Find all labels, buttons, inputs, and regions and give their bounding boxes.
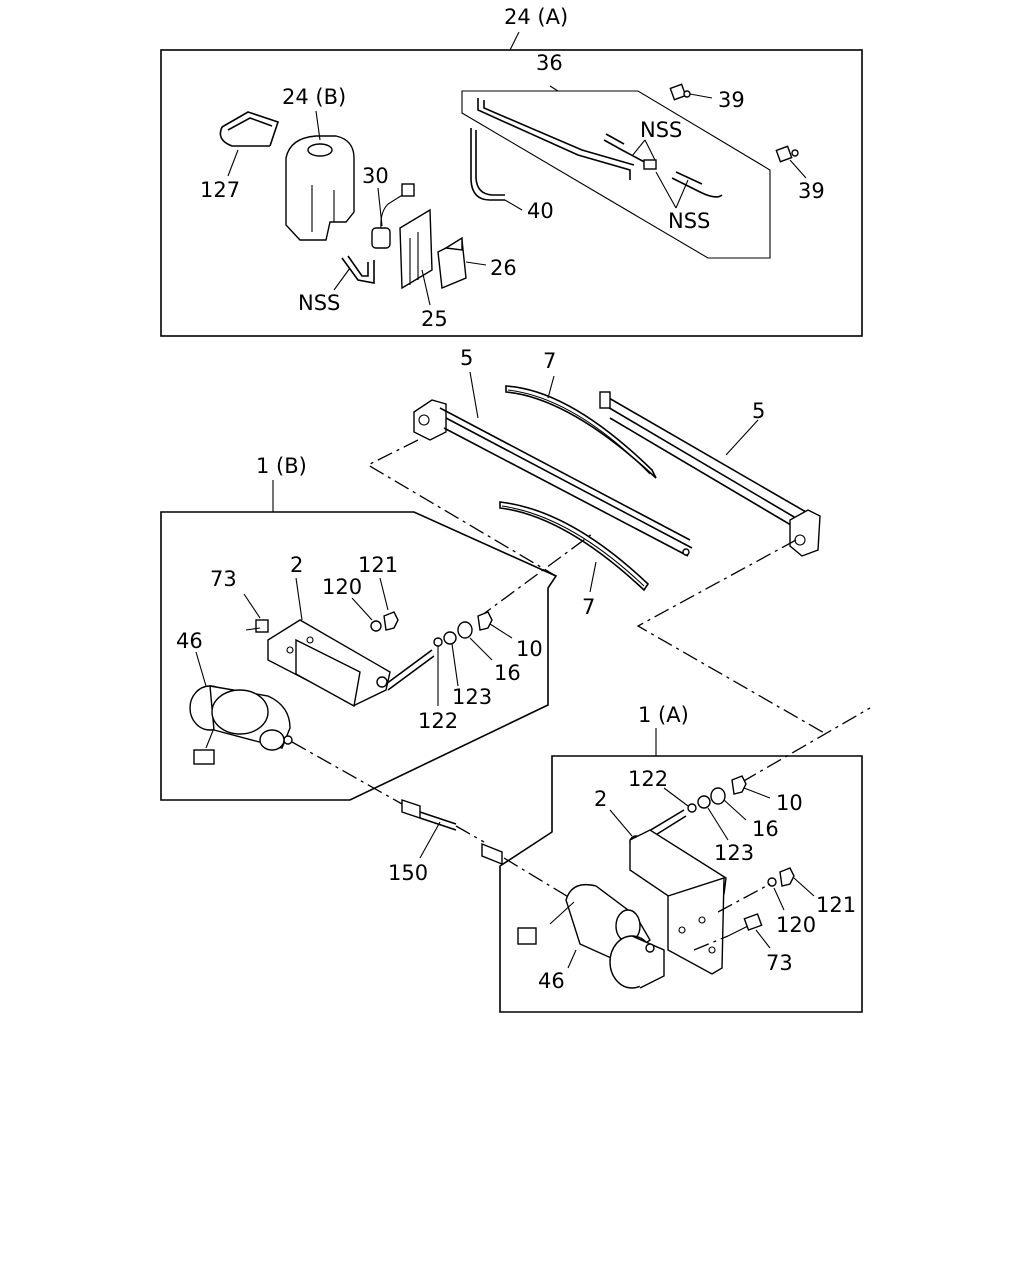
label-123-right: 123	[714, 841, 754, 865]
label-39b: 39	[798, 179, 825, 203]
label-121-left: 121	[358, 553, 398, 577]
label-nss-3: NSS	[298, 291, 340, 315]
label-122-left: 122	[418, 709, 458, 733]
wiper-blade-7b	[499, 501, 650, 592]
leader-36	[549, 85, 559, 92]
spacer-123-left-icon	[443, 631, 457, 645]
nut-10-right-icon	[731, 775, 747, 795]
band-127-icon	[219, 111, 280, 147]
wiper-arm-5a	[439, 407, 693, 557]
connector-right-arm	[636, 539, 827, 735]
bolt-73-left-icon	[245, 619, 269, 633]
washer-assembly-group: 24 (A) 36 40 NSS NSS 39	[160, 5, 863, 337]
label-24b: 24 (B)	[282, 85, 346, 109]
hose-36-outline	[461, 90, 771, 259]
cable-150-end-left-icon	[401, 799, 421, 819]
washer-assembly-frame	[160, 49, 863, 337]
label-nss-2: NSS	[668, 209, 710, 233]
nss-pipe	[341, 255, 375, 284]
label-26: 26	[490, 256, 517, 280]
nozzle-39b-icon	[775, 145, 799, 163]
label-120-left: 120	[322, 575, 362, 599]
label-73-right: 73	[766, 951, 793, 975]
left-motor-group: 1 (B) 73 2 120 121 12	[160, 454, 558, 801]
nut-121-right-icon	[779, 867, 795, 887]
bracket-25-icon	[399, 208, 433, 290]
cable-150	[419, 811, 457, 831]
hose-40	[470, 128, 505, 201]
wiper-arm-5b-pivot-icon	[789, 509, 821, 557]
label-7b: 7	[582, 595, 595, 619]
washer-pump-icon	[371, 183, 415, 249]
t-joint	[643, 159, 657, 170]
spindle-left	[385, 649, 435, 691]
label-nss-1: NSS	[640, 118, 682, 142]
hose-segment	[603, 133, 651, 166]
label-2-left: 2	[290, 553, 303, 577]
right-motor-frame	[499, 755, 863, 1013]
label-46-right: 46	[538, 969, 565, 993]
label-10-right: 10	[776, 791, 803, 815]
label-5a: 5	[460, 346, 473, 370]
label-127: 127	[200, 178, 240, 202]
washer-tank-icon	[285, 135, 355, 241]
bolt-73-right-icon	[727, 913, 763, 937]
washer-120-left-icon	[370, 620, 382, 632]
cable-150-group: 150	[291, 741, 581, 905]
washer-122-right-icon	[687, 803, 697, 813]
wiper-arm-5b	[601, 393, 807, 529]
nut-121-left-icon	[383, 611, 399, 631]
label-16-right: 16	[752, 817, 779, 841]
leader-24a	[509, 31, 520, 51]
label-46-left: 46	[176, 629, 203, 653]
nut-10-left-icon	[477, 611, 493, 631]
right-motor-group: 1 (A) 122 123 16 10 2 120	[499, 703, 863, 1013]
bracket-26-icon	[437, 236, 467, 290]
label-16-left: 16	[494, 661, 521, 685]
label-73-left: 73	[210, 567, 237, 591]
wiper-blade-7a	[505, 385, 657, 479]
label-7a: 7	[543, 349, 556, 373]
label-1a: 1 (A)	[638, 703, 689, 727]
label-1b: 1 (B)	[256, 454, 307, 478]
label-10-left: 10	[516, 637, 543, 661]
label-123-left: 123	[452, 685, 492, 709]
wiper-arm-5a-pivot-icon	[413, 399, 447, 441]
label-24a: 24 (A)	[504, 5, 568, 29]
spacer-123-right-icon	[697, 795, 711, 809]
washer-122-left-icon	[433, 637, 443, 647]
link-bracket-right-icon	[629, 829, 727, 975]
cable-150-end-right-icon	[481, 842, 503, 866]
washer-120-right-icon	[767, 877, 777, 887]
label-2-right: 2	[594, 787, 607, 811]
wiper-arms-group: 5 5 7 7	[366, 346, 871, 783]
bush-16-left-icon	[457, 621, 473, 639]
label-40: 40	[527, 199, 554, 223]
label-36: 36	[536, 51, 563, 75]
label-122-right: 122	[628, 767, 668, 791]
left-motor-frame	[160, 511, 558, 801]
bush-16-right-icon	[710, 787, 726, 805]
nozzle-39a-icon	[669, 83, 691, 101]
wiper-motor-right-icon	[517, 883, 665, 989]
label-25: 25	[421, 307, 448, 331]
label-120-right: 120	[776, 913, 816, 937]
label-121-right: 121	[816, 893, 856, 917]
label-150: 150	[388, 861, 428, 885]
link-bracket-left-icon	[267, 619, 391, 708]
label-5b: 5	[752, 399, 765, 423]
washer-hose	[477, 98, 631, 180]
label-39a: 39	[718, 88, 745, 112]
wiper-motor-left-icon	[189, 685, 293, 765]
label-30: 30	[362, 164, 389, 188]
